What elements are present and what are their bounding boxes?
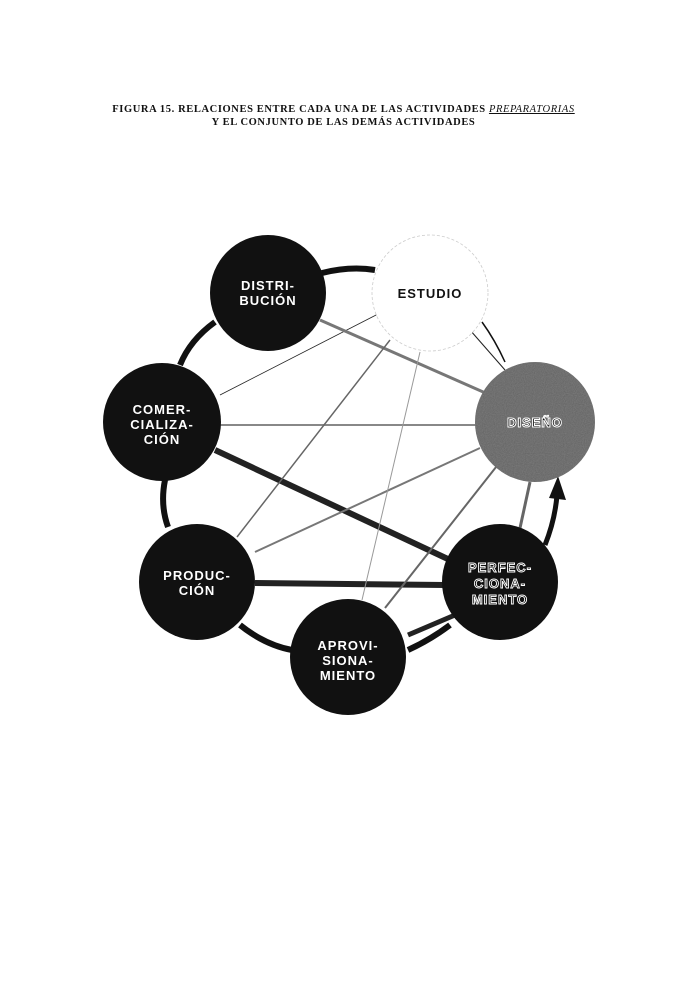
relation-line (319, 318, 491, 397)
relation-line (361, 351, 421, 601)
node-label: MIENTO (320, 668, 376, 683)
node-comercializacion: COMER- CIALIZA- CIÓN (103, 363, 221, 481)
arrowhead-icon (549, 476, 566, 500)
arrow-perfeccionamiento-aprovisionamiento (406, 622, 452, 653)
node-label: COMER- (133, 402, 192, 417)
relation-line (469, 329, 506, 371)
relation-line (384, 461, 501, 609)
node-label: PERFEC- (468, 560, 532, 575)
node-label: CIÓN (144, 432, 181, 447)
relation-line (254, 447, 481, 553)
node-label: CIÓN (179, 583, 216, 598)
arrow-comercializacion-distribucion (177, 319, 217, 367)
relation-line (407, 612, 456, 638)
cycle-arrows (160, 265, 566, 653)
arrow-produccion-comercializacion (160, 479, 171, 529)
node-label: DISEÑO (507, 415, 563, 430)
relation-line (219, 312, 381, 396)
node-produccion: PRODUC- CIÓN (139, 524, 255, 640)
relation-line (236, 339, 391, 538)
node-label: MIENTO (472, 592, 528, 607)
node-label: CIALIZA- (130, 417, 194, 432)
node-label: CIONA- (474, 576, 526, 591)
node-label: ESTUDIO (398, 286, 463, 301)
node-label: APROVI- (317, 638, 378, 653)
title-emphasis: PREPARATORIAS (488, 104, 575, 115)
relation-lines (213, 312, 506, 638)
node-label: BUCIÓN (239, 293, 296, 308)
title-text: FIGURA 15. RELACIONES ENTRE CADA UNA DE … (112, 104, 486, 115)
relation-line (254, 580, 446, 588)
node-label: PRODUC- (163, 568, 231, 583)
figure-title-line-1: FIGURA 15. RELACIONES ENTRE CADA UNA DE … (0, 104, 687, 115)
figure-title-line-2: Y EL CONJUNTO DE LAS DEMÁS ACTIVIDADES (211, 117, 476, 128)
node-perfeccionamiento: PERFEC- CIONA- MIENTO (442, 524, 558, 640)
node-distribucion: DISTRI- BUCIÓN (210, 235, 326, 351)
arrow-aprovisionamiento-produccion (238, 622, 293, 653)
arrow-distribucion-estudio (321, 265, 376, 276)
arrow-estudio-diseno (481, 321, 506, 363)
relation-line (213, 447, 452, 563)
node-estudio: ESTUDIO (371, 234, 489, 352)
node-label: DISTRI- (241, 278, 295, 293)
arrow-diseno-perfeccionamiento (518, 481, 532, 529)
node-aprovisionamiento: APROVI- SIONA- MIENTO (290, 599, 406, 715)
arrow-perfeccionamiento-diseno (542, 494, 560, 546)
node-label: SIONA- (322, 653, 374, 668)
node-diseno: DISEÑO (475, 362, 595, 482)
